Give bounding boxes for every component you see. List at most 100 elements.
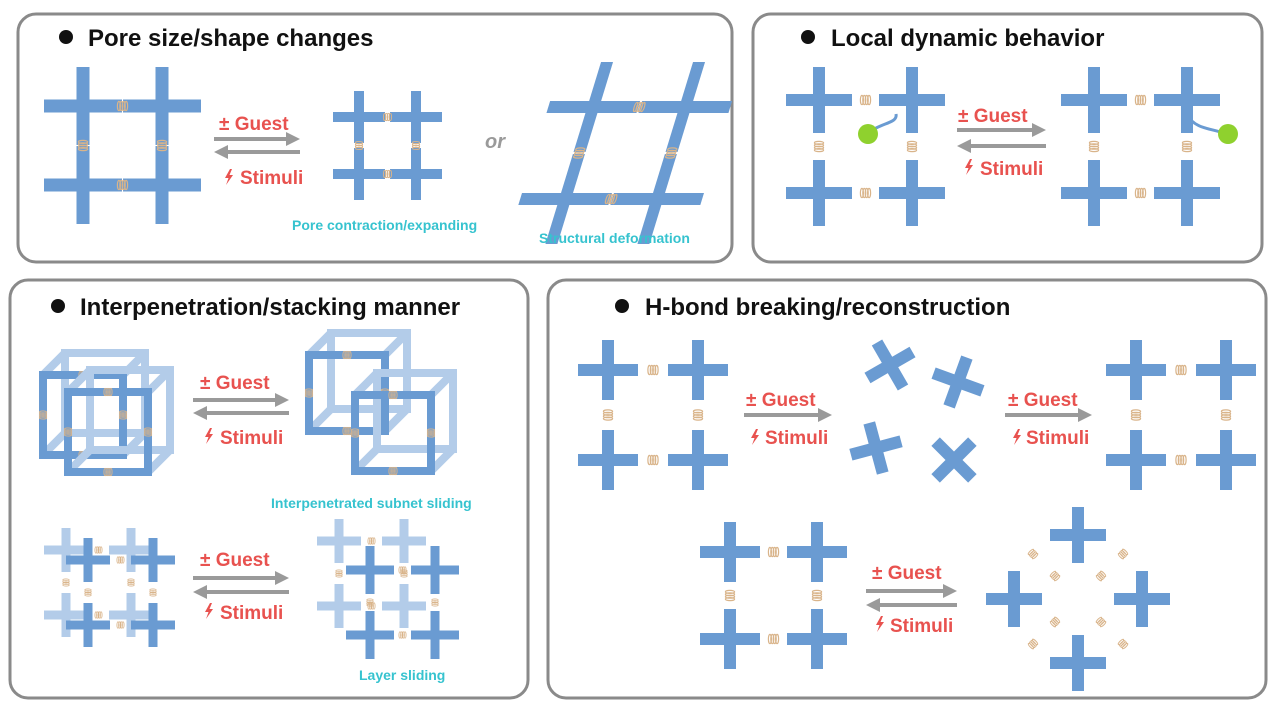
guest-label: ± Guest (1008, 390, 1078, 411)
node-cross (411, 546, 459, 594)
node-cross (411, 611, 459, 659)
hbond-title: H-bond breaking/reconstruction (645, 294, 1010, 321)
hbond-framework-bottom (700, 522, 847, 669)
local-framework-left (786, 67, 945, 226)
panel-headings: Pore size/shape changes Local dynamic be… (51, 25, 1104, 321)
pore-contracted-framework (333, 91, 442, 200)
panel-interpen-border (8, 278, 530, 700)
hbond-link (859, 187, 872, 199)
node-cross (578, 340, 638, 400)
node-cross (931, 355, 985, 409)
hbond-link (1049, 570, 1061, 582)
node-cross (849, 421, 903, 475)
node-cross (382, 584, 426, 628)
hbond-link (1027, 638, 1039, 650)
node-cross (546, 62, 641, 152)
node-cross (382, 519, 426, 563)
arrow-head (957, 139, 971, 153)
node-cross (1050, 635, 1106, 691)
broken-node (864, 339, 916, 391)
bullet-icon (59, 30, 73, 44)
lightning-icon (205, 428, 213, 444)
node-cross (44, 67, 122, 145)
linker-bar (931, 437, 977, 483)
hbond-link (767, 633, 780, 645)
interpen-title: Interpenetration/stacking manner (80, 294, 460, 321)
node-cross (1061, 160, 1127, 226)
hbond-link (116, 621, 125, 629)
exchange-arrows (193, 123, 1092, 612)
node-cross (668, 430, 728, 490)
arrow-head (818, 408, 832, 422)
guest-label: ± Guest (958, 106, 1028, 127)
node-cross (333, 148, 385, 200)
hbond-link (149, 588, 157, 597)
caption-structural-deformation: Structural deformation (539, 230, 690, 246)
bullet-icon (801, 30, 815, 44)
node-cross (66, 603, 110, 647)
bullet-icon (51, 299, 65, 313)
node-cross (346, 546, 394, 594)
stimuli-label: Stimuli (980, 159, 1043, 180)
node-cross (44, 146, 122, 224)
pore-deformed-framework (518, 62, 733, 244)
node-cross (700, 522, 760, 582)
local-labels: ± Guest Stimuli (958, 106, 1043, 180)
linker-bar (637, 154, 677, 244)
node-cross (333, 91, 385, 143)
lightning-icon (751, 429, 759, 445)
broken-node (931, 355, 985, 409)
guest-label: ± Guest (200, 373, 270, 394)
hbond-link (127, 578, 135, 587)
arrow-head (193, 406, 207, 420)
stimuli-label: Stimuli (220, 603, 283, 624)
local-title: Local dynamic behavior (831, 25, 1104, 52)
hbond-link (1134, 94, 1147, 106)
lightning-icon (876, 616, 884, 632)
node-cross (390, 91, 442, 143)
broken-node (849, 421, 903, 475)
hbond-framework-intact (578, 340, 728, 490)
arrow-head (275, 393, 289, 407)
hbond-link (859, 94, 872, 106)
node-cross (668, 340, 728, 400)
guest-label: ± Guest (200, 550, 270, 571)
node-cross (1106, 340, 1166, 400)
cube-back-face (373, 369, 457, 453)
pore-title: Pore size/shape changes (88, 25, 373, 52)
node-cross (1196, 430, 1256, 490)
node-cross (109, 528, 153, 572)
arrow-head (286, 132, 300, 146)
guest-label: ± Guest (219, 114, 289, 135)
node-cross (66, 538, 110, 582)
hbond-link (94, 546, 103, 554)
arrow-head (943, 584, 957, 598)
arrow-head (866, 598, 880, 612)
panel-pore-border (16, 12, 734, 264)
framework-structures (38, 62, 1256, 691)
node-cross (317, 519, 361, 563)
hbond-link (811, 589, 823, 602)
broken-node (931, 437, 977, 483)
hbond-link (431, 598, 439, 607)
hbond-link (398, 631, 407, 639)
hbond-link (94, 611, 103, 619)
hbond-link (1095, 616, 1107, 628)
pore-large-framework (44, 67, 201, 224)
hbond-link (1095, 570, 1107, 582)
hbond-link (367, 537, 376, 545)
hbond-link (335, 569, 343, 578)
hbond-link (647, 454, 659, 466)
linker-bar (545, 154, 585, 244)
node-cross (1050, 507, 1106, 563)
hbond-link (62, 578, 70, 587)
node-cross (879, 160, 945, 226)
hbond-link (1181, 140, 1193, 153)
node-cross (1154, 160, 1220, 226)
layer-left (44, 528, 175, 647)
hbond-broken-nodes (849, 339, 985, 483)
caption-layer-sliding: Layer sliding (359, 667, 445, 683)
or-label: or (485, 131, 506, 153)
pendant-ball (1218, 124, 1238, 144)
